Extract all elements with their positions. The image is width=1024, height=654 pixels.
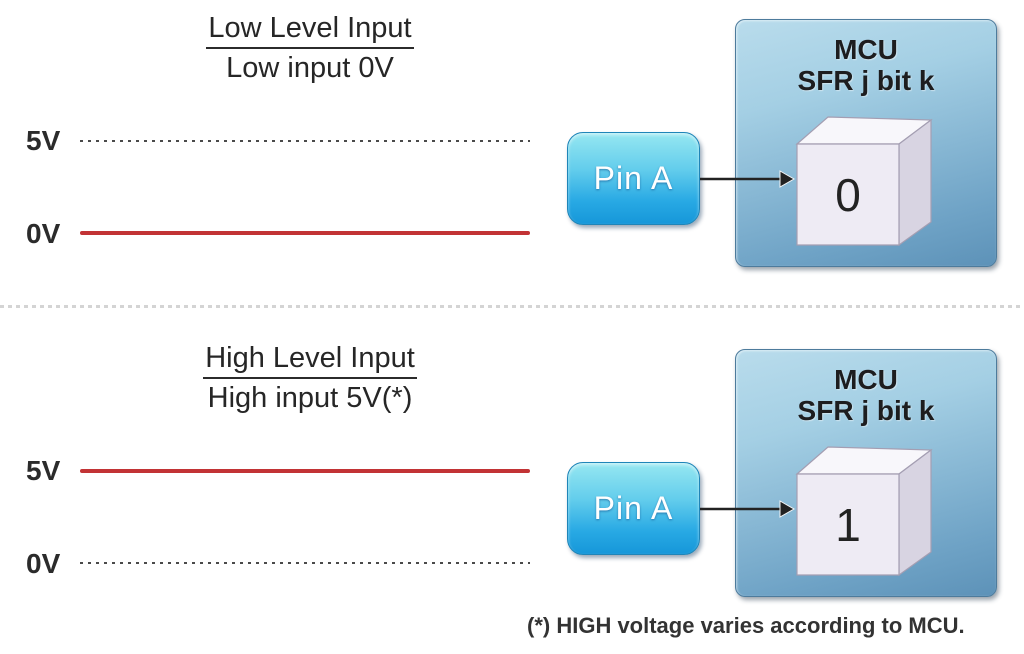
voltage-line-5v-stroke xyxy=(80,469,530,473)
voltage-label-5v: 5V xyxy=(26,455,61,486)
footnote: (*) HIGH voltage varies according to MCU… xyxy=(527,613,965,638)
voltage-label-0v: 0V xyxy=(26,548,61,579)
mcu-title: MCU xyxy=(834,34,898,65)
arrow-pin-to-register xyxy=(700,500,795,518)
low-level-section: Low Level Input Low input 0V 5V 0V Pin A… xyxy=(0,0,1024,324)
section-subtitle: Low input 0V xyxy=(226,52,394,84)
voltage-line-0v-stroke xyxy=(80,562,530,564)
mcu-block: MCU SFR j bit k 1 xyxy=(735,349,997,597)
voltage-line-5v-stroke xyxy=(80,140,530,142)
mcu-sfr-label: SFR j bit k xyxy=(797,65,935,96)
bit-value: 0 xyxy=(835,169,861,221)
section-title: Low Level Input xyxy=(206,12,414,49)
section-title-block: Low Level Input Low input 0V xyxy=(110,12,510,85)
mcu-block: MCU SFR j bit k 0 xyxy=(735,19,997,267)
voltage-line-0v-stroke xyxy=(80,231,530,235)
voltage-label-5v: 5V xyxy=(26,125,61,156)
voltage-line-5v xyxy=(80,139,530,143)
register-bit-cube: 1 xyxy=(795,446,933,577)
section-separator xyxy=(0,305,1024,308)
mcu-title: MCU xyxy=(834,364,898,395)
voltage-line-0v xyxy=(80,231,530,235)
register-bit-cube: 0 xyxy=(795,116,933,247)
section-title-block: High Level Input High input 5V(*) xyxy=(110,342,510,415)
pin-a-node: Pin A xyxy=(567,132,700,225)
mcu-sfr-label: SFR j bit k xyxy=(797,395,935,426)
high-level-section: High Level Input High input 5V(*) 5V 0V … xyxy=(0,330,1024,654)
section-subtitle: High input 5V(*) xyxy=(207,382,413,414)
pin-a-label: Pin A xyxy=(593,160,674,196)
voltage-line-5v xyxy=(80,469,530,473)
section-title: High Level Input xyxy=(203,342,417,379)
voltage-line-0v xyxy=(80,561,530,565)
bit-value: 1 xyxy=(835,499,861,551)
pin-a-label: Pin A xyxy=(593,490,674,526)
arrow-pin-to-register xyxy=(700,170,795,188)
pin-a-node: Pin A xyxy=(567,462,700,555)
voltage-label-0v: 0V xyxy=(26,218,61,249)
